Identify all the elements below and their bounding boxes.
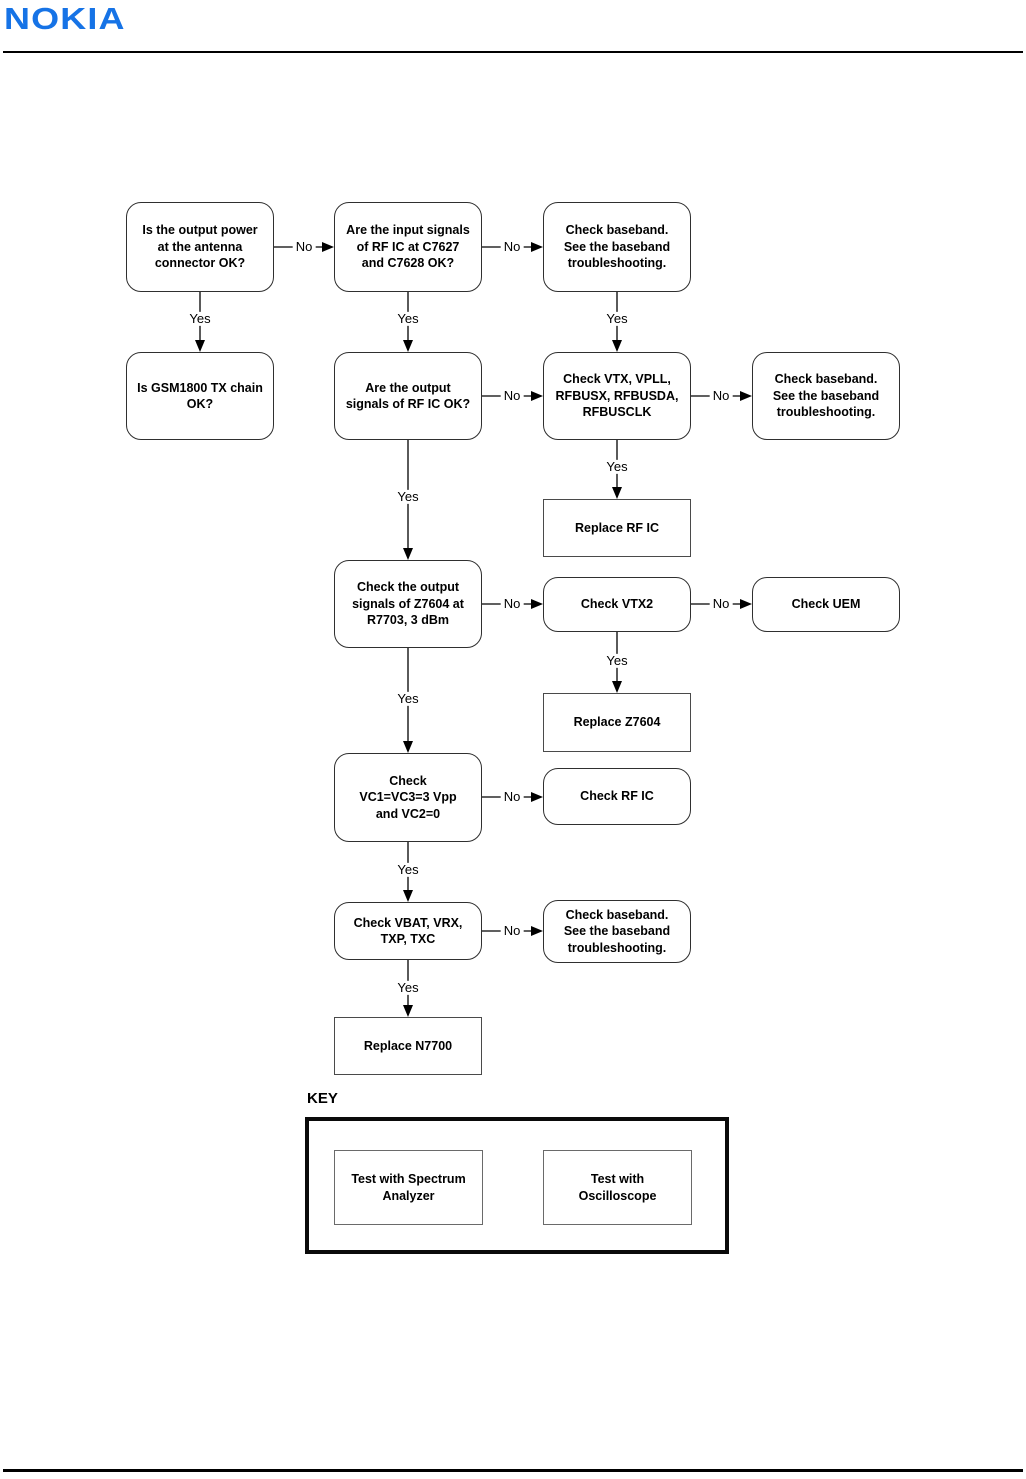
edge-label-yes: Yes	[186, 311, 214, 327]
key-title: KEY	[307, 1090, 338, 1107]
header-rule	[3, 51, 1023, 53]
flow-node-check-uem: Check UEM	[752, 577, 900, 632]
edge-label-no: No	[500, 789, 524, 805]
edge-label-yes: Yes	[394, 311, 422, 327]
flow-node-check-vc1-vc3: Check VC1=VC3=3 Vpp and VC2=0	[334, 753, 482, 842]
edge-label-no: No	[500, 596, 524, 612]
edge-label-yes: Yes	[394, 862, 422, 878]
edge-label-yes: Yes	[394, 691, 422, 707]
edge-label-yes: Yes	[394, 489, 422, 505]
edge-label-no: No	[709, 596, 733, 612]
flow-node-antenna-output-power: Is the output power at the antenna conne…	[126, 202, 274, 292]
edge-label-no: No	[500, 388, 524, 404]
flow-node-check-rfic: Check RF IC	[543, 768, 691, 825]
flow-node-rfic-input-signals: Are the input signals of RF IC at C7627 …	[334, 202, 482, 292]
flow-node-check-baseband-3: Check baseband. See the baseband trouble…	[543, 900, 691, 963]
flow-node-check-baseband-2: Check baseband. See the baseband trouble…	[752, 352, 900, 440]
flow-node-check-vtx-vpll: Check VTX, VPLL, RFBUSX, RFBUSDA, RFBUSC…	[543, 352, 691, 440]
flow-node-rfic-output-signals: Are the output signals of RF IC OK?	[334, 352, 482, 440]
flow-node-gsm1800-tx-chain: Is GSM1800 TX chain OK?	[126, 352, 274, 440]
key-item-oscilloscope: Test with Oscilloscope	[543, 1150, 692, 1225]
edge-label-no: No	[500, 239, 524, 255]
flow-node-replace-rfic: Replace RF IC	[543, 499, 691, 557]
edge-label-yes: Yes	[603, 653, 631, 669]
edge-label-no: No	[709, 388, 733, 404]
flow-node-replace-n7700: Replace N7700	[334, 1017, 482, 1075]
edge-label-no: No	[292, 239, 316, 255]
nokia-logo: NOKIA	[4, 1, 126, 36]
edge-label-yes: Yes	[603, 311, 631, 327]
footer-rule	[3, 1469, 1023, 1472]
edge-label-yes: Yes	[394, 980, 422, 996]
key-item-spectrum-analyzer: Test with Spectrum Analyzer	[334, 1150, 483, 1225]
flow-node-z7604-output-signals: Check the output signals of Z7604 at R77…	[334, 560, 482, 648]
edge-label-yes: Yes	[603, 459, 631, 475]
flow-node-check-vbat: Check VBAT, VRX, TXP, TXC	[334, 902, 482, 960]
edge-label-no: No	[500, 923, 524, 939]
flow-node-check-baseband-1: Check baseband. See the baseband trouble…	[543, 202, 691, 292]
flow-node-replace-z7604: Replace Z7604	[543, 693, 691, 752]
flow-node-check-vtx2: Check VTX2	[543, 577, 691, 632]
